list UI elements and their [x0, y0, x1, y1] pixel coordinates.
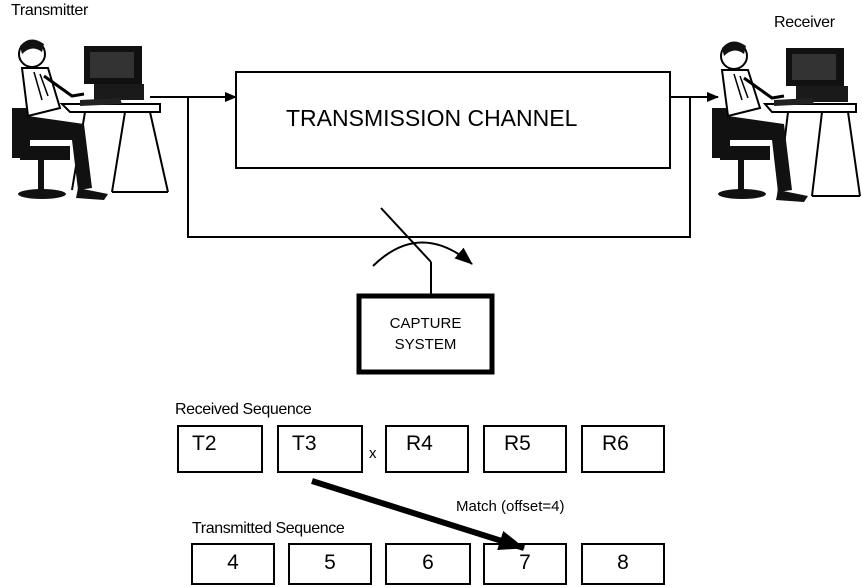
transmission-channel-label: TRANSMISSION CHANNEL: [286, 107, 577, 130]
transmitter-label: Transmitter: [11, 3, 88, 19]
transmitted-cell-label: 6: [386, 552, 470, 573]
transmitted-cell-label: 5: [289, 552, 371, 573]
transmitted-cell-label: 7: [484, 552, 566, 573]
capture-label-line1: CAPTURE: [359, 313, 492, 334]
received-cell-label: T2: [178, 433, 262, 454]
transmitted-cell-label: 8: [582, 552, 664, 573]
match-label: Match (offset=4): [456, 499, 565, 514]
capture-label-line2: SYSTEM: [359, 334, 492, 355]
transmitter-icon: [12, 39, 168, 200]
received-cell-label: R6: [582, 433, 664, 454]
receiver-label: Receiver: [774, 15, 835, 31]
transmitted-sequence-title: Transmitted Sequence: [192, 521, 344, 537]
received-cell-label: R4: [386, 433, 468, 454]
gap-marker: x: [369, 446, 377, 461]
receiver-icon: [712, 41, 860, 202]
received-cell-label: R5: [484, 433, 566, 454]
capture-system-label: CAPTURE SYSTEM: [359, 313, 492, 355]
received-sequence-title: Received Sequence: [175, 402, 311, 418]
received-cell-label: T3: [278, 433, 362, 454]
transmitted-cell-label: 4: [192, 552, 274, 573]
